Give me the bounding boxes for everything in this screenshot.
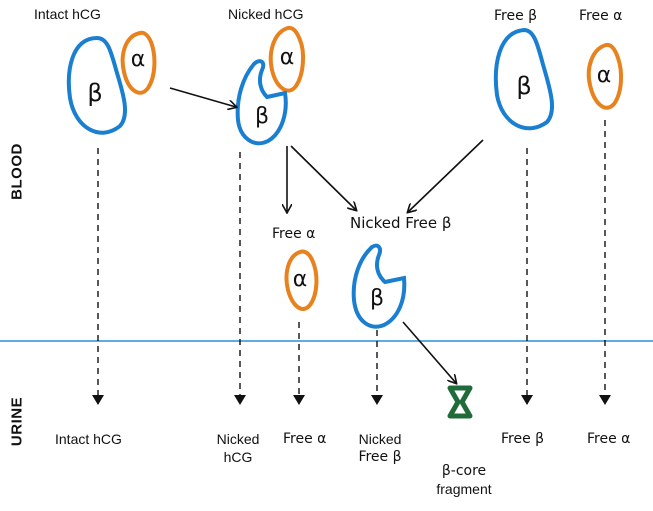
- label-free-alpha-urine-1: Free α: [283, 431, 327, 447]
- label-intact-hcg-blood: Intact hCG: [34, 6, 101, 22]
- label-free-beta-urine: Free β: [501, 431, 545, 447]
- label-free-alpha-mid: Free α: [272, 226, 316, 242]
- nicked-hcg-molecule: [235, 25, 306, 146]
- label-nicked-free-beta-urine-1: Nicked: [358, 431, 402, 447]
- blood-compartment-label: BLOOD: [8, 143, 26, 200]
- label-free-beta-blood: Free β: [494, 8, 538, 24]
- nicked-beta-subunit-shape: [235, 59, 288, 146]
- free-beta-molecule: [493, 27, 555, 131]
- nicked-free-beta-molecule: [351, 243, 407, 329]
- alpha-subunit-shape: [120, 30, 157, 95]
- free-alpha-mid-molecule: [284, 249, 319, 311]
- urine-compartment-label: URINE: [8, 396, 26, 447]
- label-nicked-free-beta-mid: Nicked Free β: [350, 214, 452, 232]
- label-beta-core-1: β-core: [441, 463, 487, 479]
- label-nicked-free-beta-urine-2: Free β: [358, 449, 402, 465]
- intact-hcg-molecule: [66, 30, 157, 135]
- beta-symbol-free-beta: β: [516, 72, 532, 100]
- label-nicked-hcg-urine-2: hCG: [223, 449, 253, 465]
- beta-subunit-shape: [66, 35, 128, 135]
- label-free-alpha-urine-2: Free α: [587, 431, 631, 447]
- alpha-symbol-free-alpha: α: [596, 63, 612, 88]
- arrow-intact-to-nicked: [169, 87, 236, 107]
- label-beta-core-2: fragment: [436, 481, 492, 497]
- arrow-nicked-free-beta-to-core: [402, 321, 456, 383]
- arrow-nicked-to-nicked-free-beta: [290, 145, 356, 210]
- alpha-symbol-nicked: α: [279, 45, 295, 70]
- arrow-free-beta-to-nicked-free-beta: [408, 139, 484, 212]
- label-intact-hcg-urine: Intact hCG: [55, 431, 122, 447]
- label-nicked-hcg-urine-1: Nicked: [216, 431, 260, 447]
- label-nicked-hcg-blood: Nicked hCG: [228, 6, 304, 22]
- beta-symbol-intact: β: [87, 79, 103, 107]
- free-alpha-molecule: [586, 42, 624, 110]
- beta-symbol-nicked: β: [254, 104, 270, 129]
- label-free-alpha-blood: Free α: [579, 8, 623, 24]
- alpha-subunit-shape: [268, 25, 306, 93]
- alpha-symbol-free-alpha-mid: α: [292, 267, 308, 292]
- beta-core-fragment-molecule: [447, 385, 473, 419]
- beta-symbol-nicked-free-beta: β: [369, 286, 385, 311]
- alpha-symbol-intact: α: [130, 47, 146, 72]
